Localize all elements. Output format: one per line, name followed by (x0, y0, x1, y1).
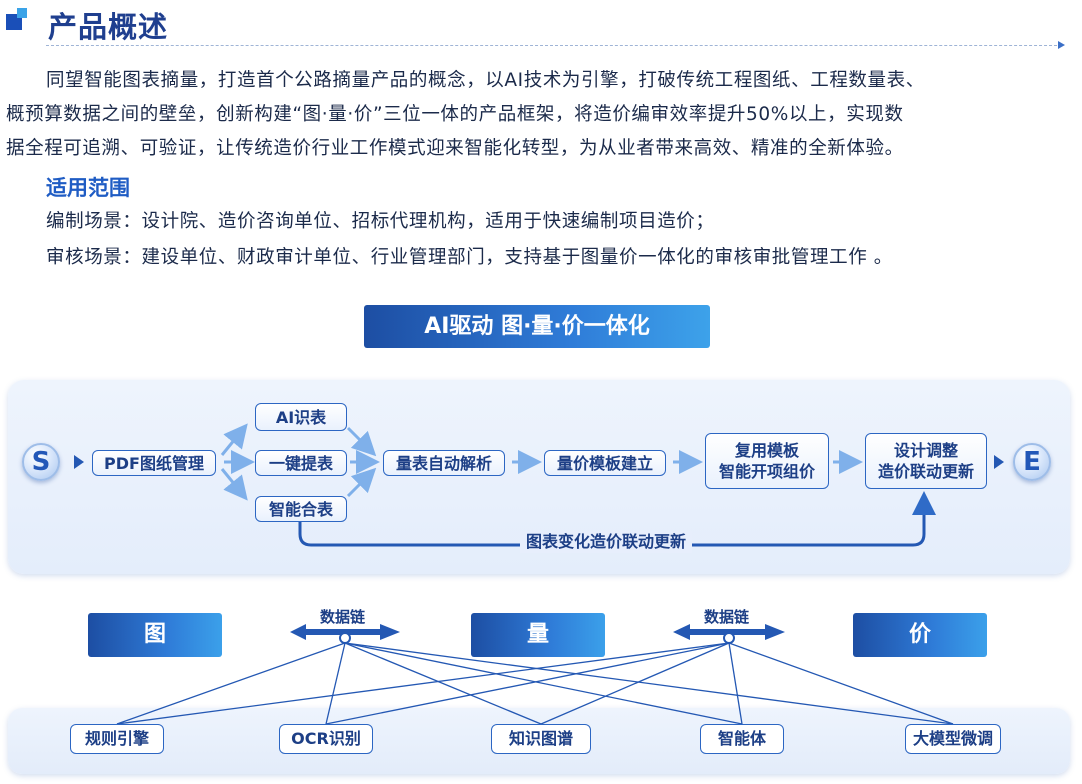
reuse-template-box: 复用模板 智能开项组价 (705, 433, 829, 489)
start-node-icon: S (22, 443, 60, 481)
one-key-box: 一键提表 (255, 450, 347, 476)
reuse-line-2: 智能开项组价 (718, 462, 815, 481)
end-node-icon: E (1013, 443, 1051, 481)
scope-review: 审核场景：建设单位、财政审计单位、行业管理部门，支持基于图量价一体化的审核审批管… (46, 247, 893, 268)
intro-line-1: 同望智能图表摘量，打造首个公路摘量产品的概念，以AI技术为引擎，打破传统工程图纸… (46, 70, 925, 91)
data-chain-label-2: 数据链 (704, 608, 750, 626)
divider-arrow-icon (1058, 41, 1065, 49)
tech-llm-finetune: 大模型微调 (905, 724, 1001, 754)
scope-title: 适用范围 (46, 176, 130, 200)
banner-title: AI驱动 图·量·价一体化 (364, 305, 710, 348)
template-box: 量价模板建立 (544, 450, 666, 476)
page-title: 产品概述 (48, 10, 169, 44)
arrow-icon (994, 455, 1004, 469)
arrow-icon (74, 455, 84, 469)
pillar-liang: 量 (471, 613, 605, 657)
smart-merge-box: 智能合表 (255, 496, 347, 522)
ai-table-box: AI识表 (255, 403, 347, 431)
data-chain-label-1: 数据链 (320, 608, 366, 626)
header-mark-dark (6, 14, 22, 30)
auto-parse-box: 量表自动解析 (383, 450, 505, 476)
fan-arrows (220, 423, 863, 501)
intro-line-3: 据全程可追溯、可验证，让传统造价行业工作模式迎来智能化转型，为从业者带来高效、精… (6, 138, 904, 159)
pillar-jia: 价 (853, 613, 987, 657)
tech-knowledge-graph: 知识图谱 (491, 724, 591, 754)
design-line-1: 设计调整 (893, 441, 958, 460)
loop-label: 图表变化造价联动更新 (520, 531, 693, 553)
tech-agent: 智能体 (700, 724, 784, 754)
intro-line-2: 概预算数据之间的壁垒，创新构建“图·量·价”三位一体的产品框架，将造价编审效率提… (6, 104, 904, 125)
scope-compile: 编制场景：设计院、造价咨询单位、招标代理机构，适用于快速编制项目造价； (46, 211, 715, 232)
tech-rule-engine: 规则引擎 (70, 724, 164, 754)
pdf-management-box: PDF图纸管理 (92, 450, 216, 476)
intro-paragraph: 同望智能图表摘量，打造首个公路摘量产品的概念，以AI技术为引擎，打破传统工程图纸… (6, 64, 1076, 166)
header-mark-light (17, 8, 27, 18)
design-line-2: 造价联动更新 (877, 462, 974, 481)
reuse-line-1: 复用模板 (734, 441, 799, 460)
header-divider (46, 45, 1062, 46)
tech-links (116, 642, 954, 725)
tech-ocr: OCR识别 (279, 724, 373, 754)
design-adjust-box: 设计调整 造价联动更新 (865, 433, 987, 489)
pillar-tu: 图 (88, 613, 222, 657)
